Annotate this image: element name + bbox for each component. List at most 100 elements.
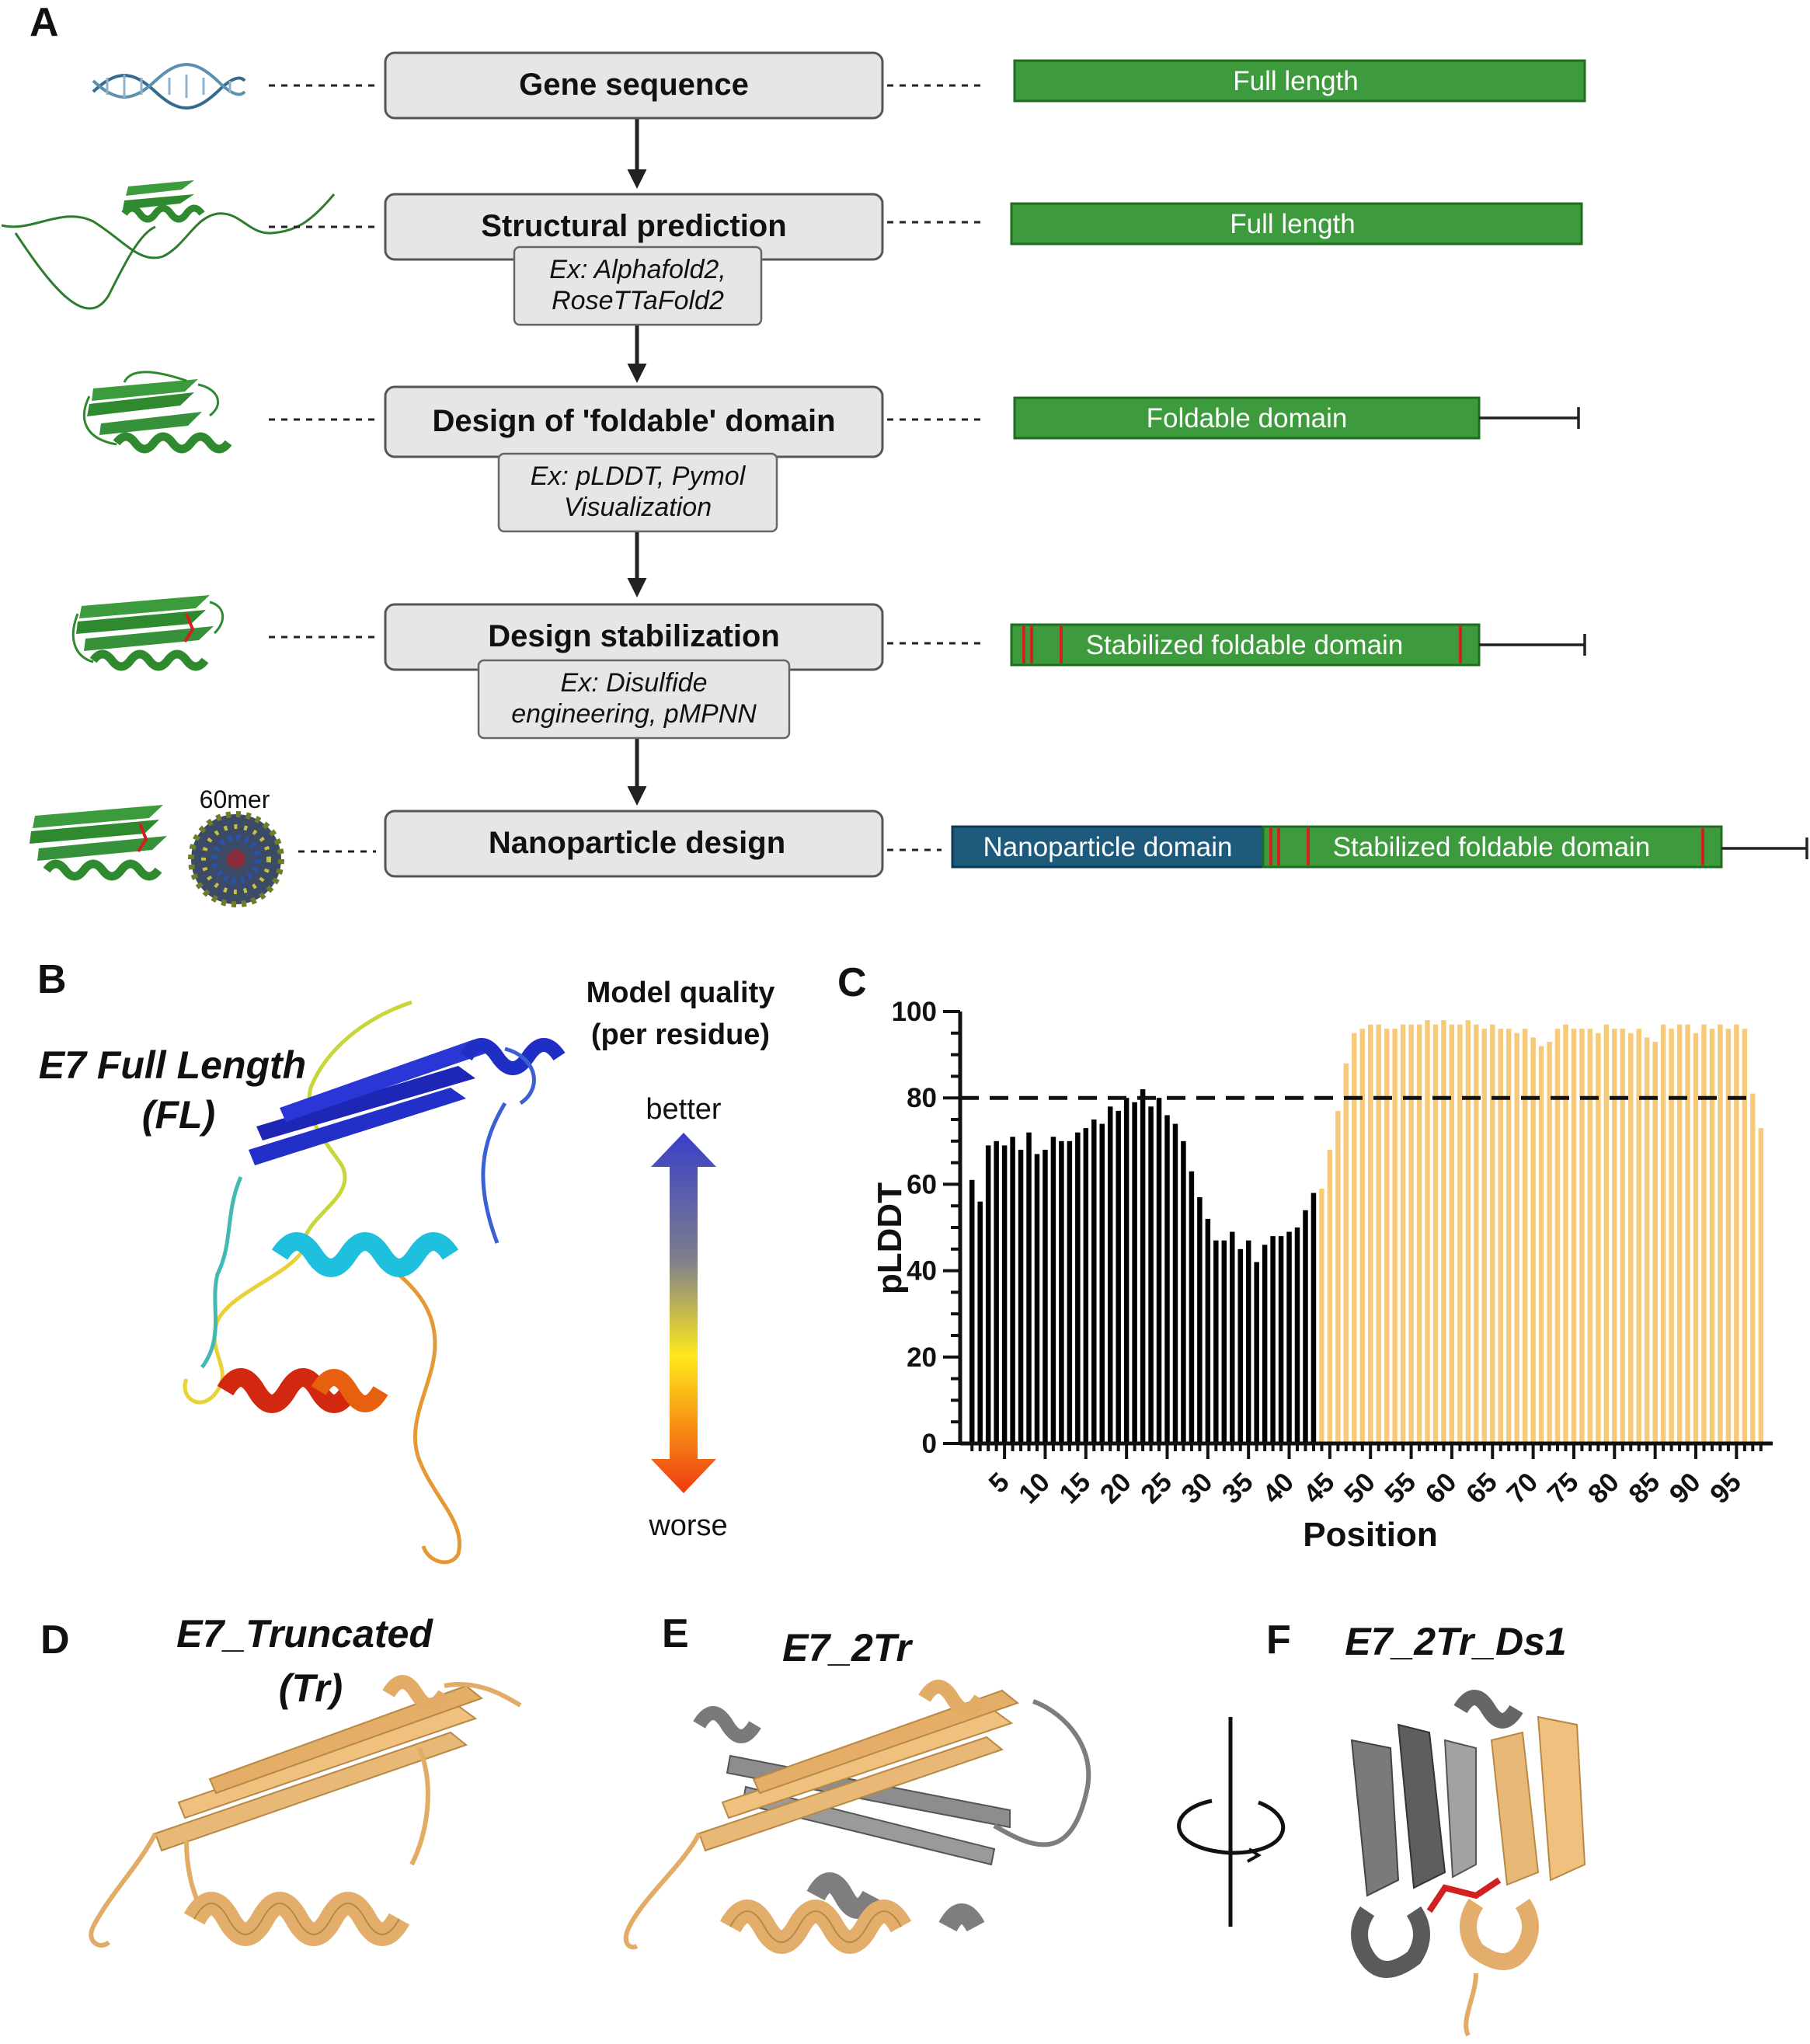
nanoparticle-60mer-icon bbox=[188, 811, 284, 907]
x-tick-label: 75 bbox=[1542, 1467, 1585, 1509]
construct-nanoparticle-domain bbox=[951, 825, 1265, 869]
bar-position-62 bbox=[1465, 1020, 1471, 1443]
bar-position-80 bbox=[1612, 1029, 1617, 1443]
y-tick-label: 0 bbox=[922, 1429, 937, 1459]
y-tick-label: 100 bbox=[892, 997, 937, 1027]
bar-position-56 bbox=[1416, 1024, 1422, 1443]
quality-worse-label: worse bbox=[648, 1509, 727, 1542]
bar-position-20 bbox=[1123, 1098, 1130, 1443]
workflow-row-3: Design of 'foldable' domain Ex: pLDDT, P… bbox=[82, 371, 1580, 533]
bar-position-22 bbox=[1140, 1089, 1146, 1443]
y-tick-label: 40 bbox=[907, 1256, 937, 1287]
y-axis-title: pLDDT bbox=[871, 1182, 909, 1294]
bar-position-15 bbox=[1083, 1128, 1089, 1443]
step-title-structural-prediction: Structural prediction bbox=[481, 209, 786, 243]
bar-position-54 bbox=[1400, 1024, 1406, 1443]
stabilized-domain-structure-icon bbox=[71, 595, 224, 671]
bar-position-95 bbox=[1734, 1024, 1739, 1443]
bar-position-87 bbox=[1669, 1029, 1674, 1443]
bar-position-28 bbox=[1189, 1171, 1195, 1443]
bar-position-2 bbox=[977, 1201, 983, 1443]
bar-position-63 bbox=[1474, 1024, 1479, 1443]
e7-2tr-ds1-structure bbox=[1350, 1690, 1586, 2037]
bar-position-50 bbox=[1367, 1024, 1373, 1443]
bar-position-70 bbox=[1530, 1037, 1536, 1443]
y-tick-label: 20 bbox=[907, 1342, 937, 1373]
bar-position-27 bbox=[1181, 1140, 1186, 1443]
bar-position-26 bbox=[1172, 1123, 1178, 1443]
panel-label-d: D bbox=[40, 1617, 70, 1663]
e7-fl-title-line-1: E7 Full Length bbox=[39, 1043, 306, 1087]
step-example-line-1: Ex: Disulfide bbox=[561, 668, 708, 698]
chart-bars bbox=[969, 1020, 1764, 1443]
x-tick-label: 95 bbox=[1704, 1467, 1747, 1509]
step-example-box-3 bbox=[497, 452, 778, 533]
bar-position-58 bbox=[1432, 1024, 1439, 1443]
bar-position-29 bbox=[1197, 1197, 1203, 1443]
bar-position-7 bbox=[1018, 1149, 1024, 1443]
bar-position-61 bbox=[1457, 1024, 1463, 1443]
construct-full-length-1 bbox=[1013, 59, 1586, 103]
step-example-line-2: engineering, pMPNN bbox=[511, 699, 757, 729]
bar-position-43 bbox=[1311, 1193, 1317, 1443]
bar-position-89 bbox=[1685, 1024, 1690, 1443]
e7-truncated-title-line-2: (Tr) bbox=[279, 1666, 343, 1710]
bar-position-60 bbox=[1449, 1024, 1455, 1443]
workflow-row-2: Structural prediction Ex: Alphafold2, Ro… bbox=[1, 180, 1583, 326]
bar-position-49 bbox=[1359, 1029, 1366, 1443]
bar-position-9 bbox=[1034, 1154, 1040, 1443]
workflow-row-1: Gene sequence Full length bbox=[92, 51, 1586, 120]
x-tick-label: 20 bbox=[1095, 1467, 1137, 1509]
x-tick-label: 65 bbox=[1460, 1467, 1503, 1509]
foldable-domain-structure-icon bbox=[82, 371, 232, 454]
bar-position-36 bbox=[1254, 1262, 1259, 1443]
bar-position-52 bbox=[1384, 1029, 1390, 1443]
construct-label-1: Full length bbox=[1233, 66, 1358, 96]
panel-label-a: A bbox=[30, 0, 59, 45]
x-tick-label: 15 bbox=[1053, 1467, 1096, 1509]
bar-position-16 bbox=[1091, 1119, 1097, 1443]
x-tick-label: 45 bbox=[1297, 1467, 1340, 1509]
bar-position-19 bbox=[1116, 1110, 1121, 1443]
plddt-bar-chart: 0204060801005101520253035404550556065707… bbox=[871, 997, 1773, 1554]
bar-position-93 bbox=[1718, 1024, 1723, 1443]
bar-position-51 bbox=[1376, 1024, 1381, 1443]
bar-position-34 bbox=[1237, 1248, 1243, 1443]
quality-legend-title-line-2: (per residue) bbox=[591, 1019, 770, 1051]
step-box-nanoparticle-design bbox=[384, 810, 884, 878]
x-tick-label: 25 bbox=[1135, 1467, 1178, 1509]
bar-position-10 bbox=[1042, 1149, 1048, 1443]
bar-position-5 bbox=[1001, 1145, 1008, 1443]
bar-position-45 bbox=[1327, 1149, 1333, 1443]
bar-position-1 bbox=[969, 1179, 975, 1443]
bar-position-69 bbox=[1522, 1029, 1528, 1443]
x-axis-title: Position bbox=[1303, 1516, 1438, 1554]
bar-position-32 bbox=[1221, 1240, 1227, 1443]
workflow-row-5: 60mer Nanoparticle design Nanoparticle d… bbox=[30, 785, 1808, 907]
bar-position-83 bbox=[1636, 1029, 1641, 1443]
nanoparticle-label: 60mer bbox=[200, 785, 270, 813]
e7-fl-title-line-2: (FL) bbox=[142, 1093, 215, 1137]
bar-position-24 bbox=[1156, 1098, 1162, 1443]
bar-position-39 bbox=[1278, 1236, 1284, 1443]
x-tick-label: 50 bbox=[1338, 1467, 1381, 1509]
bar-position-48 bbox=[1352, 1032, 1357, 1443]
step-example-box-4 bbox=[477, 659, 791, 740]
e7-2tr-title: E7_2Tr bbox=[782, 1626, 913, 1670]
panel-label-c: C bbox=[837, 960, 867, 1005]
step-example-line-1: Ex: Alphafold2, bbox=[549, 255, 726, 284]
bar-position-6 bbox=[1010, 1137, 1015, 1443]
bar-position-81 bbox=[1620, 1029, 1626, 1443]
step-example-box-2 bbox=[513, 245, 763, 326]
step-example-line-2: Visualization bbox=[564, 493, 712, 522]
bar-position-74 bbox=[1563, 1024, 1568, 1443]
construct-label-5b: Stabilized foldable domain bbox=[1333, 832, 1651, 862]
bar-position-85 bbox=[1652, 1041, 1658, 1443]
bar-position-17 bbox=[1099, 1123, 1105, 1443]
bar-position-41 bbox=[1294, 1227, 1300, 1443]
bar-position-30 bbox=[1205, 1218, 1211, 1443]
e7-2tr-structure bbox=[623, 1680, 1091, 1954]
panel-label-e: E bbox=[662, 1611, 689, 1656]
bar-position-86 bbox=[1660, 1024, 1666, 1443]
bar-position-75 bbox=[1571, 1029, 1577, 1443]
